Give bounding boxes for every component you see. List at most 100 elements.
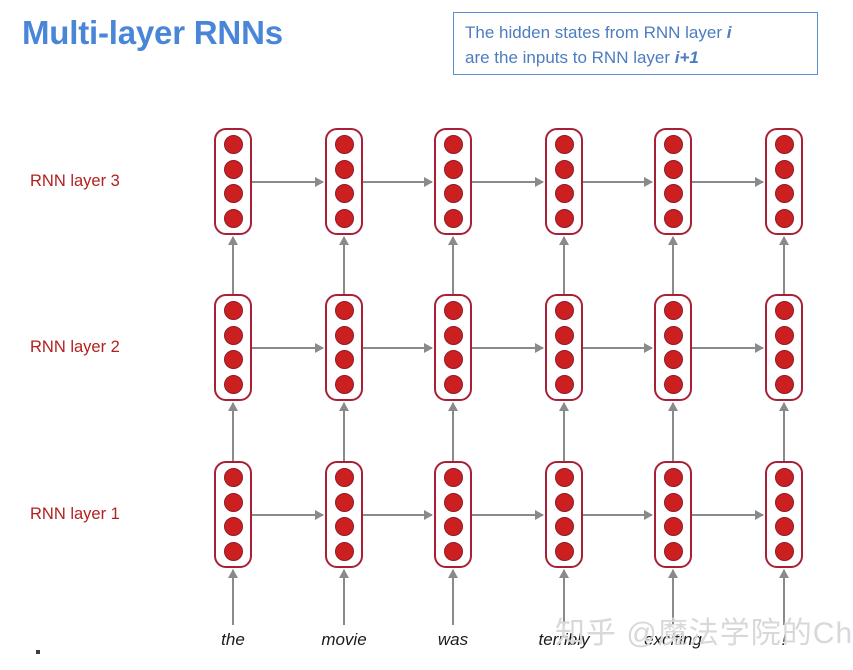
hidden-unit-circle — [774, 492, 794, 512]
hidden-unit-circle — [554, 208, 574, 228]
hidden-unit-circle — [443, 492, 463, 512]
recurrent-arrow-l3-t4 — [583, 176, 653, 187]
recurrent-arrow-l3-t2 — [363, 176, 433, 187]
rnn-cell-l1-t3 — [434, 461, 472, 568]
hidden-unit-circle — [443, 374, 463, 394]
rnn-cell-l2-t3 — [434, 294, 472, 401]
input-word-1: the — [221, 630, 245, 649]
callout-line-2-text: are the inputs to RNN layer — [465, 48, 675, 67]
interlayer-arrow-to-l2-t2 — [339, 402, 349, 461]
rnn-cell-l3-t3 — [434, 128, 472, 235]
hidden-unit-circle — [443, 517, 463, 537]
input-arrow-t4 — [559, 569, 569, 625]
rnn-cell-l1-t4 — [545, 461, 583, 568]
rnn-cell-l1-t2 — [325, 461, 363, 568]
interlayer-arrow-to-l3-t4 — [559, 236, 569, 294]
input-arrow-t3 — [448, 569, 458, 625]
rnn-cell-l1-t5 — [654, 461, 692, 568]
recurrent-arrow-l2-t5 — [692, 342, 764, 353]
input-arrow-t5 — [668, 569, 678, 625]
recurrent-arrow-l3-t3 — [472, 176, 544, 187]
hidden-unit-circle — [663, 517, 683, 537]
hidden-unit-circle — [663, 135, 683, 155]
hidden-unit-circle — [334, 184, 354, 204]
interlayer-arrow-to-l3-t5 — [668, 236, 678, 294]
hidden-unit-circle — [223, 374, 243, 394]
hidden-unit-circle — [223, 468, 243, 488]
hidden-unit-circle — [223, 541, 243, 561]
watermark: 知乎 @魔法学院的Chilia — [555, 617, 853, 650]
rnn-cell-l1-t6 — [765, 461, 803, 568]
callout-line-1: The hidden states from RNN layer i — [465, 20, 807, 45]
callout-line-2-italic: i+1 — [674, 48, 699, 67]
recurrent-arrow-l2-t3 — [472, 342, 544, 353]
rnn-cell-l2-t2 — [325, 294, 363, 401]
recurrent-arrow-l2-t4 — [583, 342, 653, 353]
recurrent-arrow-l1-t1 — [252, 509, 324, 520]
recurrent-arrow-l2-t2 — [363, 342, 433, 353]
hidden-unit-circle — [223, 492, 243, 512]
hidden-unit-circle — [223, 301, 243, 321]
hidden-unit-circle — [554, 325, 574, 345]
hidden-unit-circle — [663, 159, 683, 179]
rnn-cell-l2-t5 — [654, 294, 692, 401]
rnn-cell-l3-t2 — [325, 128, 363, 235]
interlayer-arrow-to-l2-t6 — [779, 402, 789, 461]
callout-line-1-italic: i — [726, 23, 732, 42]
rnn-cell-l2-t6 — [765, 294, 803, 401]
hidden-unit-circle — [334, 208, 354, 228]
layer-label-2: RNN layer 2 — [30, 337, 120, 356]
hidden-unit-circle — [774, 325, 794, 345]
hidden-unit-circle — [223, 350, 243, 370]
recurrent-arrow-l1-t3 — [472, 509, 544, 520]
recurrent-arrow-l1-t4 — [583, 509, 653, 520]
callout-box: The hidden states from RNN layer i are t… — [453, 12, 818, 75]
interlayer-arrow-to-l2-t4 — [559, 402, 569, 461]
hidden-unit-circle — [663, 184, 683, 204]
hidden-unit-circle — [554, 468, 574, 488]
hidden-unit-circle — [223, 208, 243, 228]
hidden-unit-circle — [774, 301, 794, 321]
hidden-unit-circle — [223, 325, 243, 345]
hidden-unit-circle — [554, 517, 574, 537]
hidden-unit-circle — [554, 350, 574, 370]
hidden-unit-circle — [334, 468, 354, 488]
hidden-unit-circle — [663, 374, 683, 394]
hidden-unit-circle — [663, 541, 683, 561]
hidden-unit-circle — [554, 135, 574, 155]
recurrent-arrow-l2-t1 — [252, 342, 324, 353]
hidden-unit-circle — [443, 468, 463, 488]
rnn-cell-l2-t1 — [214, 294, 252, 401]
hidden-unit-circle — [774, 159, 794, 179]
input-arrow-t6 — [779, 569, 789, 625]
interlayer-arrow-to-l3-t3 — [448, 236, 458, 294]
hidden-unit-circle — [774, 135, 794, 155]
hidden-unit-circle — [223, 135, 243, 155]
hidden-unit-circle — [443, 301, 463, 321]
page-title: Multi-layer RNNs — [22, 14, 283, 51]
rnn-cell-l3-t6 — [765, 128, 803, 235]
hidden-unit-circle — [663, 492, 683, 512]
hidden-unit-circle — [774, 541, 794, 561]
hidden-unit-circle — [223, 517, 243, 537]
input-arrow-t1 — [228, 569, 238, 625]
artifact-speck — [36, 650, 40, 654]
input-word-5: exciting — [644, 630, 702, 649]
hidden-unit-circle — [774, 350, 794, 370]
hidden-unit-circle — [334, 159, 354, 179]
hidden-unit-circle — [223, 184, 243, 204]
hidden-unit-circle — [443, 208, 463, 228]
recurrent-arrow-l3-t1 — [252, 176, 324, 187]
hidden-unit-circle — [443, 325, 463, 345]
layer-label-1: RNN layer 1 — [30, 504, 120, 523]
hidden-unit-circle — [774, 517, 794, 537]
hidden-unit-circle — [334, 301, 354, 321]
rnn-cell-l2-t4 — [545, 294, 583, 401]
hidden-unit-circle — [334, 374, 354, 394]
interlayer-arrow-to-l3-t6 — [779, 236, 789, 294]
rnn-cell-l3-t4 — [545, 128, 583, 235]
hidden-unit-circle — [443, 350, 463, 370]
input-word-6: ! — [781, 630, 787, 649]
hidden-unit-circle — [554, 492, 574, 512]
